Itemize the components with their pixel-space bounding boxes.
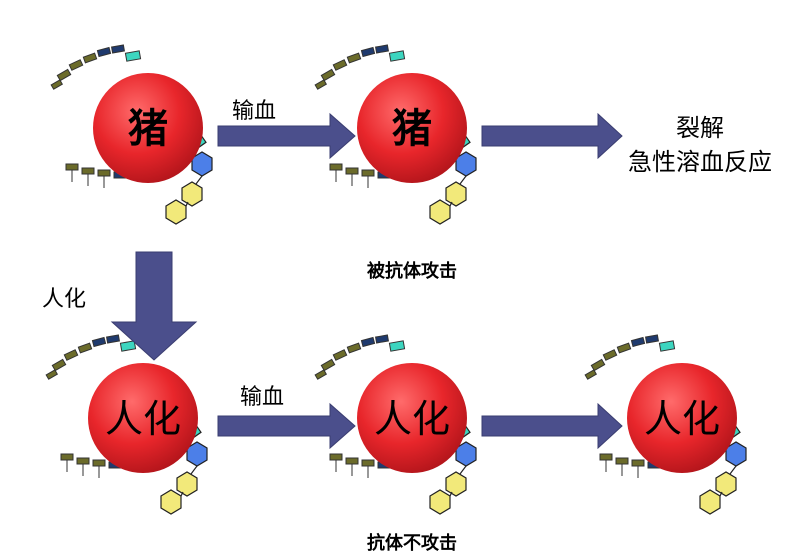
- arrow-to-outcome: [481, 112, 623, 160]
- arrow-transfusion-bottom: [217, 402, 356, 450]
- cell-pig-source: 猪: [50, 44, 213, 225]
- cell-human-result: 人化: [584, 334, 747, 515]
- arrow-humanize: [110, 251, 198, 361]
- cell-label: 人化: [374, 397, 450, 441]
- arrow-label-humanize: 人化: [42, 287, 86, 312]
- red-cell-circle: [357, 73, 467, 183]
- red-cell-circle: [357, 363, 467, 473]
- cell-human-source: 人化: [45, 334, 208, 515]
- cell-label: 猪: [392, 106, 432, 152]
- red-cell-circle: [93, 73, 203, 183]
- caption-attacked: 被抗体攻击: [367, 260, 457, 282]
- cell-label: 猪: [128, 106, 168, 152]
- arrow-to-result: [481, 402, 623, 450]
- arrow-label-transfusion-bottom: 输血: [240, 385, 284, 410]
- outcome-line-1: 裂解: [676, 114, 724, 142]
- cell-human-recipient: 人化: [314, 334, 477, 515]
- cell-label: 人化: [105, 397, 181, 441]
- arrow-transfusion-top: [217, 112, 356, 160]
- cell-pig-recipient: 猪: [314, 44, 477, 225]
- arrow-label-transfusion-top: 输血: [232, 99, 276, 124]
- red-cell-circle: [88, 363, 198, 473]
- cell-label: 人化: [644, 397, 720, 441]
- caption-not-attacked: 抗体不攻击: [367, 532, 457, 554]
- outcome-line-2: 急性溶血反应: [628, 148, 772, 176]
- red-cell-circle: [627, 363, 737, 473]
